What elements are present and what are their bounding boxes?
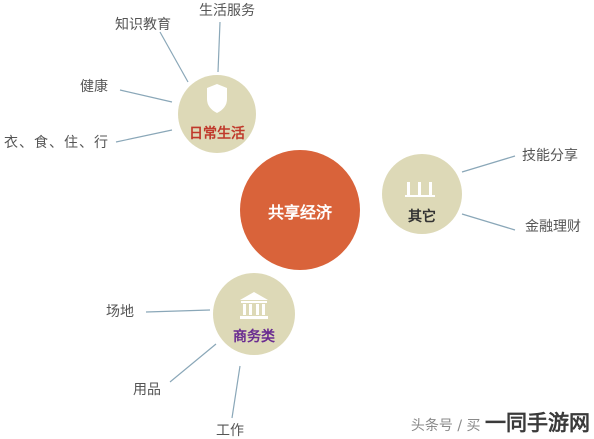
business-circle [213,273,295,355]
other-circle [382,154,462,234]
leaf-label-finance: 金融理财 [525,219,581,235]
connector-business-work [231,365,241,419]
watermark-source: 头条号 / 买 [410,418,481,434]
leaf-label-knowledge-education: 知识教育 [115,17,171,33]
business-label: 商务类 [233,329,275,345]
other-label: 其它 [408,209,436,225]
connector-daily-life-service [217,21,221,73]
bank-icon [240,292,268,319]
connector-lines [115,21,516,419]
leaf-label-supplies: 用品 [133,382,161,398]
shield-icon [207,84,227,113]
leaf-label-life-service: 生活服务 [199,3,255,19]
pillars-icon [405,182,435,197]
connector-other-skill [461,155,516,173]
leaf-label-skill-sharing: 技能分享 [522,148,578,164]
center-circle [240,150,360,270]
connector-other-finance [461,213,516,231]
watermark-site: 一同手游网 [485,411,590,435]
connector-business-supplies [169,343,217,383]
center-label: 共享经济 [267,203,332,222]
connector-business-venue [145,309,211,313]
daily-life-label: 日常生活 [189,126,245,142]
leaf-label-work: 工作 [216,423,244,439]
daily-life-circle [178,75,256,153]
leaf-label-clothing-food-housing-travel: 衣、食、住、行 [4,135,109,151]
leaf-label-health: 健康 [80,79,108,95]
connector-daily-health [119,89,173,103]
leaf-label-venue: 场地 [106,304,134,320]
watermark: 头条号 / 买 一同手游网 [411,407,590,437]
connector-daily-clothing [115,129,173,143]
connector-daily-knowledge [159,31,189,83]
